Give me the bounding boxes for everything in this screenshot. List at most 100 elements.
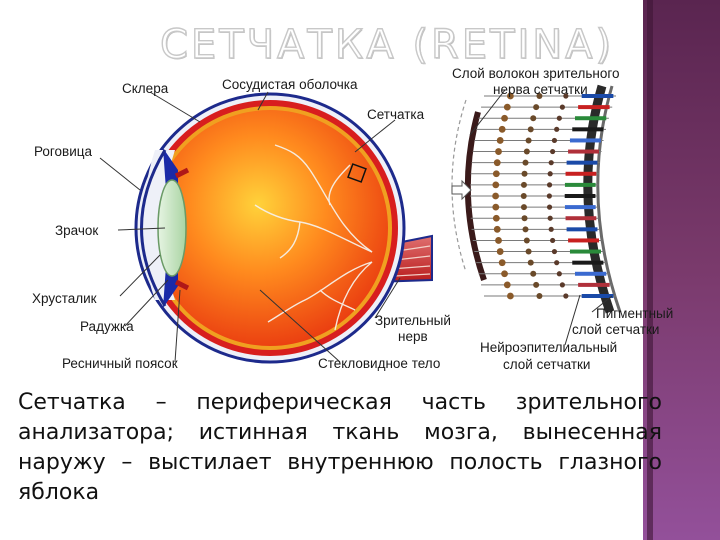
cell-body <box>520 204 527 211</box>
label-cornea: Роговица <box>34 144 92 159</box>
cell-body <box>547 215 553 221</box>
cell-body <box>492 170 500 178</box>
cell-body <box>551 137 558 144</box>
retina-zoom-box <box>347 163 367 183</box>
photoreceptor <box>566 160 598 165</box>
label-retina: Сетчатка <box>367 107 425 122</box>
cell-body <box>525 137 532 144</box>
cell-body <box>559 104 565 110</box>
photoreceptor <box>564 182 596 187</box>
cell-body <box>495 237 502 244</box>
cell-body <box>563 93 569 99</box>
photoreceptor <box>578 105 610 110</box>
label-choroid: Сосудистая оболочка <box>222 77 358 92</box>
cell-body <box>533 104 540 111</box>
label-pigment-layer-2: слой сетчатки <box>572 322 659 337</box>
label-ciliary-zonule: Ресничный поясок <box>62 356 178 371</box>
cell-body <box>556 271 562 277</box>
cell-body <box>548 160 554 166</box>
photoreceptor <box>569 249 601 254</box>
inner-limiting-band <box>464 111 487 281</box>
cell-body <box>536 93 543 99</box>
label-pigment-layer-1: Пигментный <box>596 306 673 321</box>
label-nerve-fiber-layer-1: Слой волокон зрительного <box>452 66 619 81</box>
cell-body <box>556 115 562 121</box>
cell-body <box>496 248 504 255</box>
cell-body <box>501 270 508 278</box>
cell-body <box>548 226 554 232</box>
cell-body <box>507 292 514 300</box>
label-optic-nerve-1: Зрительный <box>375 313 451 328</box>
cell-body <box>546 204 553 210</box>
cell-body <box>522 159 529 166</box>
cell-body <box>523 148 530 155</box>
eyeball <box>134 92 433 364</box>
cell-body <box>530 270 537 277</box>
cell-body <box>525 248 532 255</box>
retinal-vessels <box>254 144 373 331</box>
cell-body <box>546 182 553 188</box>
sidebar-stripe <box>647 0 653 540</box>
cell-body <box>498 259 506 267</box>
cell-body <box>551 248 558 255</box>
cell-body <box>563 293 569 299</box>
eye-retina-diagram: Склера Сосудистая оболочка Слой волокон … <box>32 66 673 372</box>
photoreceptor <box>565 171 597 176</box>
cornea <box>140 149 167 307</box>
retina-description: Сетчатка – периферическая часть зрительн… <box>18 390 662 505</box>
photoreceptor <box>581 294 614 298</box>
cell-body <box>492 214 500 222</box>
pigment-band-highlight <box>596 85 622 313</box>
cell-body <box>493 159 501 167</box>
optic-nerve-stripes <box>377 245 431 278</box>
cell-body <box>527 259 534 266</box>
cell-body <box>546 193 552 199</box>
cell-body <box>559 282 565 288</box>
label-lens: Хрусталик <box>32 291 97 306</box>
cell-body <box>533 281 540 288</box>
vitreous-body <box>152 110 388 346</box>
cell-body <box>527 126 534 133</box>
label-vitreous-body: Стекловидное тело <box>318 356 440 371</box>
decorative-sidebar <box>643 0 720 540</box>
cell-body <box>550 237 556 244</box>
cell-body <box>547 171 553 177</box>
cell-body <box>523 237 530 244</box>
photoreceptor <box>574 271 607 276</box>
photoreceptor <box>564 205 596 210</box>
label-optic-nerve-2: нерв <box>398 329 428 344</box>
cell-body <box>492 192 499 200</box>
cell-body <box>550 148 556 155</box>
cell-body <box>503 103 511 111</box>
light-arrow <box>451 179 472 201</box>
cell-body <box>520 193 527 199</box>
photoreceptor <box>581 94 614 98</box>
cell-body <box>536 293 543 299</box>
photoreceptor <box>578 282 610 287</box>
cell-body <box>501 114 508 122</box>
label-pupil: Зрачок <box>55 223 98 238</box>
cell-body <box>521 215 528 222</box>
photoreceptor <box>569 138 601 143</box>
label-sclera: Склера <box>122 81 169 96</box>
photoreceptor <box>574 116 607 121</box>
label-iris: Радужка <box>80 319 134 334</box>
retina-section <box>451 84 622 314</box>
cell-body <box>498 125 506 133</box>
cell-body <box>521 170 528 177</box>
cell-body <box>492 203 500 211</box>
retina-cell-columns <box>470 92 616 300</box>
cell-body <box>530 115 537 122</box>
cell-body <box>496 137 504 144</box>
cell-body <box>503 281 511 289</box>
photoreceptor <box>572 127 604 132</box>
slide-title: СЕТЧАТКА (RETINA) <box>159 21 615 68</box>
leader-lines <box>99 89 613 363</box>
photoreceptor <box>568 238 599 243</box>
label-neuroepithelial-layer-2: слой сетчатки <box>503 357 590 372</box>
photoreceptor <box>572 260 604 265</box>
cell-body <box>507 92 514 100</box>
ciliary-body <box>174 167 190 291</box>
cell-body <box>520 181 527 188</box>
photoreceptor <box>565 216 597 221</box>
